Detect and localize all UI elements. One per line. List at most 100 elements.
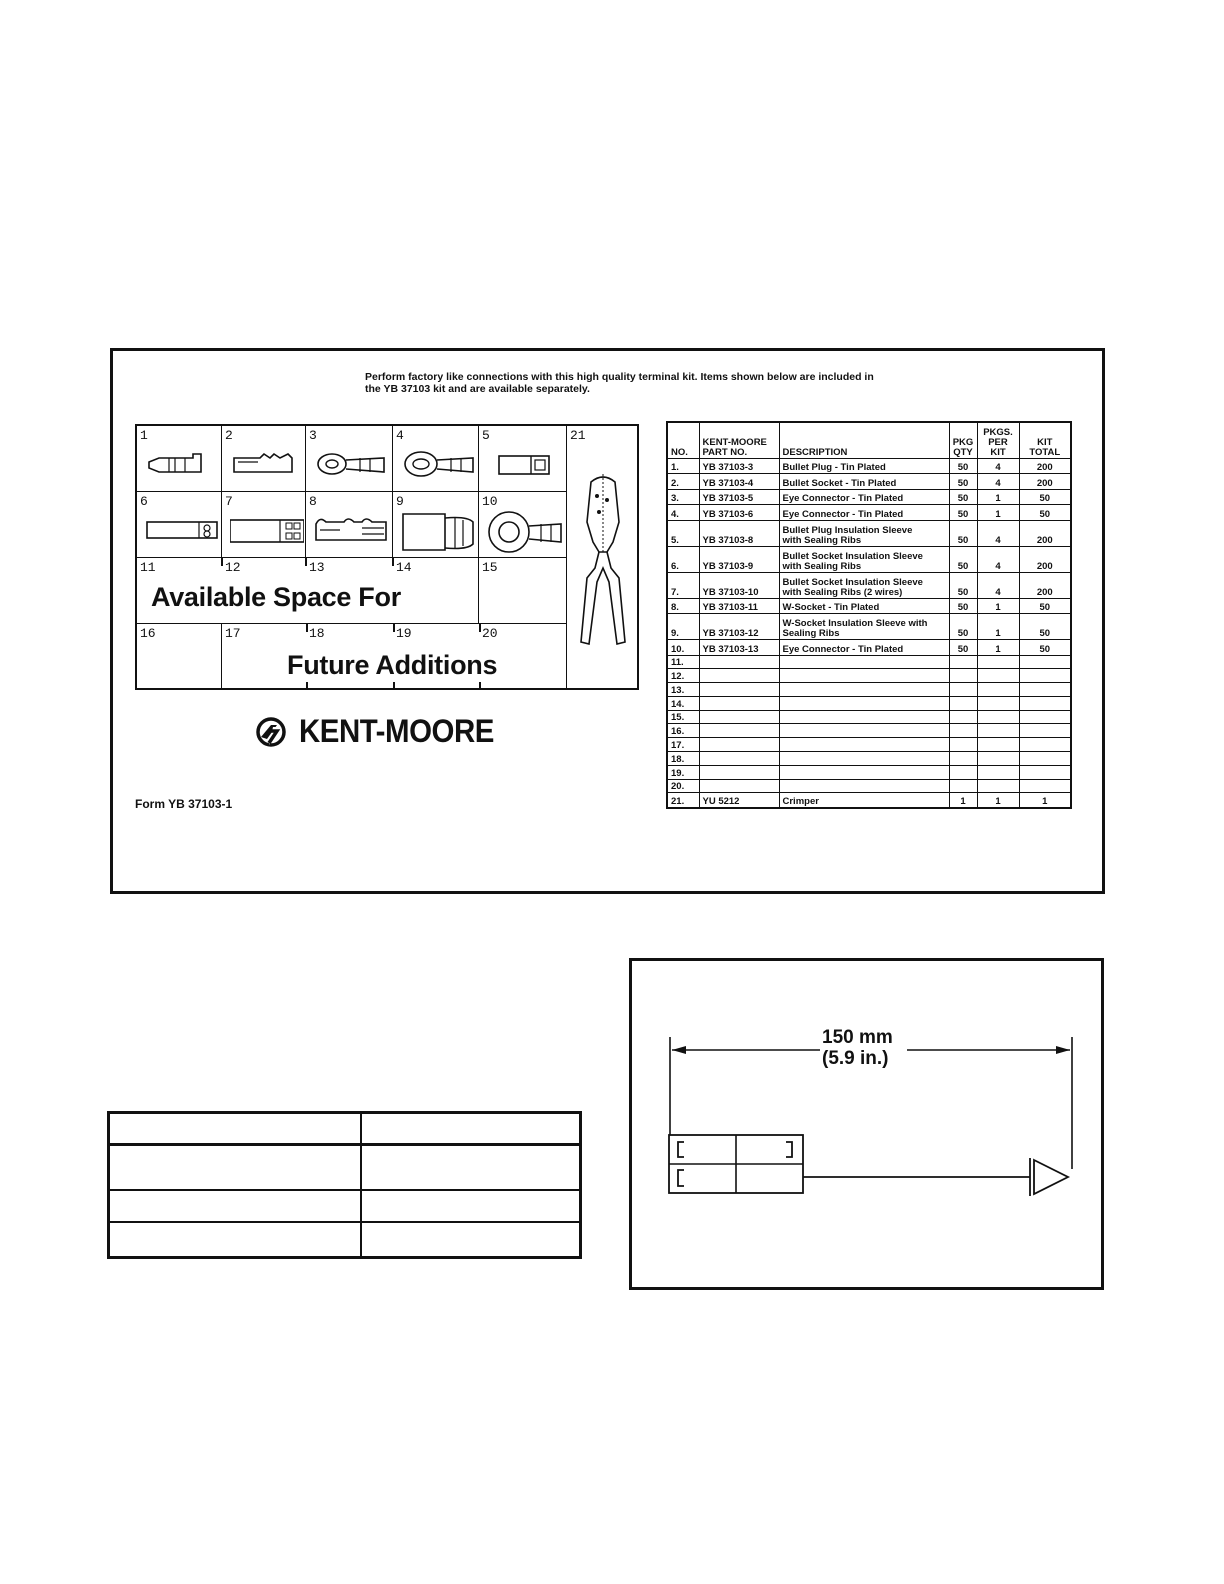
bullet-socket-icon bbox=[233, 452, 293, 473]
empty-cell bbox=[976, 695, 1020, 711]
part-number: YB 37103-10 bbox=[698, 571, 780, 599]
description-line: Bullet Plug Insulation Sleeve bbox=[782, 524, 913, 536]
part-number: YU 5212 bbox=[698, 792, 780, 809]
empty-cell bbox=[778, 737, 950, 753]
row-number: 20. bbox=[666, 778, 700, 794]
empty-cell bbox=[976, 737, 1020, 753]
pkgs-per-kit: 1 bbox=[976, 504, 1020, 521]
bullet-plug-sleeve-icon bbox=[498, 455, 550, 475]
grid-cell-21: 21 bbox=[567, 426, 639, 690]
part-number: YB 37103-4 bbox=[698, 473, 780, 490]
pkg-qty: 50 bbox=[948, 504, 978, 521]
blank-table-header-rule bbox=[110, 1143, 579, 1146]
kit-total: 1 bbox=[1018, 792, 1072, 809]
w-socket-icon bbox=[315, 518, 387, 541]
empty-cell bbox=[976, 764, 1020, 780]
pkgs-per-kit: 4 bbox=[976, 571, 1020, 599]
description-line: Bullet Socket - Tin Plated bbox=[782, 477, 897, 489]
grid-number: 5 bbox=[482, 428, 490, 443]
available-space-text: Available Space For bbox=[151, 582, 401, 612]
empty-cell bbox=[778, 668, 950, 684]
pkgs-per-kit: 4 bbox=[976, 519, 1020, 547]
empty-cell bbox=[1018, 695, 1072, 711]
grid-cell-2: 2 bbox=[222, 426, 306, 492]
empty-cell bbox=[698, 764, 780, 780]
empty-cell bbox=[976, 723, 1020, 739]
pkg-qty: 50 bbox=[948, 545, 978, 573]
part-number: YB 37103-3 bbox=[698, 457, 780, 474]
grid-number: 16 bbox=[140, 626, 156, 641]
description-line: W-Socket Insulation Sleeve with bbox=[782, 618, 928, 629]
kit-total: 50 bbox=[1018, 504, 1072, 521]
grid-number: 8 bbox=[309, 494, 317, 509]
harness-dimension-diagram: 150 mm (5.9 in.) bbox=[629, 958, 1104, 1290]
row-number: 19. bbox=[666, 764, 700, 780]
empty-cell bbox=[1018, 778, 1072, 794]
empty-cell bbox=[778, 751, 950, 766]
empty-cell bbox=[948, 778, 978, 794]
empty-cell bbox=[948, 751, 978, 766]
grid-number: 7 bbox=[225, 494, 233, 509]
w-socket-sleeve-icon bbox=[402, 513, 474, 551]
empty-cell bbox=[976, 751, 1020, 766]
socket-sleeve-2-wire-icon bbox=[230, 519, 304, 543]
header-no: NO. bbox=[666, 421, 700, 459]
part-number: YB 37103-9 bbox=[698, 545, 780, 573]
part-description: Bullet Socket - Tin Plated bbox=[778, 473, 950, 490]
pkg-qty: 50 bbox=[948, 519, 978, 547]
empty-cell bbox=[778, 695, 950, 711]
grid-number: 15 bbox=[482, 560, 498, 575]
pkg-qty: 50 bbox=[948, 488, 978, 505]
pkgs-per-kit: 1 bbox=[976, 613, 1020, 640]
grid-cell-future: 17 18 19 20 Future Additions bbox=[222, 624, 567, 690]
description-line: Bullet Socket Insulation Sleeve bbox=[782, 550, 923, 562]
dimension-imperial: (5.9 in.) bbox=[822, 1048, 889, 1069]
grid-cell-1: 1 bbox=[137, 426, 222, 492]
part-description: Bullet Plug - Tin Plated bbox=[778, 457, 950, 474]
kit-total: 200 bbox=[1018, 473, 1072, 490]
description-line: Bullet Plug - Tin Plated bbox=[782, 462, 886, 473]
kit-total: 50 bbox=[1018, 613, 1072, 640]
row-number: 17. bbox=[666, 737, 700, 753]
row-number: 12. bbox=[666, 668, 700, 684]
row-number: 1. bbox=[666, 457, 700, 474]
pkgs-per-kit: 1 bbox=[976, 639, 1020, 656]
dimension-label: 150 mm (5.9 in.) bbox=[820, 1027, 895, 1069]
grid-cell-5: 5 bbox=[479, 426, 567, 492]
pkg-qty: 50 bbox=[948, 473, 978, 490]
pkg-qty: 50 bbox=[948, 597, 978, 614]
blank-table-column-rule bbox=[360, 1114, 362, 1256]
header-description: DESCRIPTION bbox=[778, 421, 950, 459]
row-number: 11. bbox=[666, 654, 700, 670]
kit-total: 50 bbox=[1018, 639, 1072, 656]
row-number: 8. bbox=[666, 597, 700, 614]
grid-number: 3 bbox=[309, 428, 317, 443]
grid-number: 18 bbox=[309, 626, 325, 641]
empty-cell bbox=[948, 737, 978, 753]
description-line: Sealing Ribs bbox=[782, 628, 840, 639]
part-number: YB 37103-12 bbox=[698, 613, 780, 640]
grid-number: 4 bbox=[396, 428, 404, 443]
grid-cell-9: 9 bbox=[393, 492, 479, 558]
empty-cell bbox=[778, 723, 950, 739]
empty-cell bbox=[948, 709, 978, 725]
terminal-kit-card: Perform factory like connections with th… bbox=[110, 348, 1105, 894]
empty-cell bbox=[976, 778, 1020, 794]
pkg-qty: 50 bbox=[948, 571, 978, 599]
grid-number: 17 bbox=[225, 626, 241, 641]
grid-cell-8: 8 bbox=[306, 492, 393, 558]
grid-number: 11 bbox=[140, 560, 156, 575]
empty-cell bbox=[778, 709, 950, 725]
